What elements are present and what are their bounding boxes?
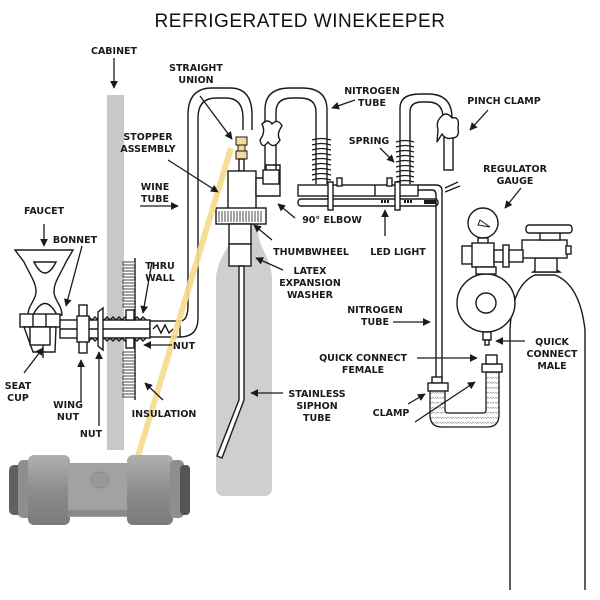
- label-latex-1: LATEX: [294, 266, 328, 277]
- label-spring: SPRING: [349, 136, 390, 147]
- label-bonnet: BONNET: [53, 235, 98, 246]
- label-nitrogen-top-1: NITROGEN: [344, 86, 400, 97]
- labels: CABINET STRAIGHT UNION STOPPER ASSEMBLY …: [5, 46, 578, 440]
- label-qc-male-3: MALE: [537, 361, 566, 372]
- stopper-assembly: [215, 170, 267, 459]
- label-wine-tube-1: WINE: [141, 182, 169, 193]
- label-nut-right: NUT: [173, 341, 196, 352]
- spring-coil: [395, 144, 415, 148]
- label-wine-tube-2: TUBE: [141, 194, 169, 205]
- insulation-fin: [122, 387, 136, 392]
- spring-coil: [311, 162, 332, 166]
- label-qc-male-2: CONNECT: [527, 349, 578, 360]
- insulation-fin: [122, 381, 136, 386]
- spring-coil: [311, 137, 332, 141]
- label-nut-bottom: NUT: [80, 429, 103, 440]
- insulation-fin: [122, 261, 136, 266]
- label-stainless-2: SIPHON: [296, 401, 337, 412]
- insulation-fin: [122, 285, 136, 290]
- label-nitrogen-mid-2: TUBE: [361, 317, 389, 328]
- leader-lines: [23, 58, 525, 426]
- diagram-title: REFRIGERATED WINEKEEPER: [155, 11, 446, 32]
- label-qc-female-2: FEMALE: [342, 365, 384, 376]
- label-regulator-2: GAUGE: [497, 176, 534, 187]
- insulation-fin: [122, 393, 136, 398]
- label-straight-union-1: STRAIGHT: [169, 63, 223, 74]
- insulation-fin: [122, 363, 136, 368]
- label-qc-female-1: QUICK CONNECT: [319, 353, 407, 364]
- label-thru-wall-1: THRU: [145, 261, 174, 272]
- faucet: [13, 249, 75, 358]
- insulation-fin: [122, 273, 136, 278]
- led-light-dots: [381, 200, 412, 203]
- spring-coil: [395, 159, 415, 163]
- spring-coil: [395, 139, 415, 143]
- nitrogen-tube-right: [395, 93, 460, 184]
- spring-coil: [311, 142, 332, 146]
- insulation-fin: [122, 267, 136, 272]
- spring-coil: [311, 157, 332, 161]
- spring-coil: [395, 174, 415, 178]
- spring-coil: [311, 172, 332, 176]
- label-stopper-2: ASSEMBLY: [120, 144, 175, 155]
- insulation: [122, 258, 136, 400]
- label-stainless-1: STAINLESS: [288, 389, 345, 400]
- insulation-fin: [122, 279, 136, 284]
- label-stopper-1: STOPPER: [123, 132, 173, 143]
- spring-coil: [311, 152, 332, 156]
- regulator: [456, 207, 524, 346]
- spring-coil: [311, 147, 332, 151]
- label-pinch-clamp: PINCH CLAMP: [467, 96, 541, 107]
- insulation-fin: [122, 297, 136, 302]
- label-straight-union-2: UNION: [178, 75, 213, 86]
- nitrogen-tube-left: [255, 87, 332, 197]
- label-nitrogen-mid-1: NITROGEN: [347, 305, 403, 316]
- insulation-fin: [122, 375, 136, 380]
- cabinet-wall: [107, 95, 124, 450]
- label-90-elbow: 90° ELBOW: [302, 215, 362, 226]
- label-wing-nut-2: NUT: [57, 412, 80, 423]
- label-faucet: FAUCET: [24, 206, 65, 217]
- label-thru-wall-2: WALL: [145, 273, 175, 284]
- label-led-light: LED LIGHT: [370, 247, 426, 258]
- straight-union: [235, 136, 248, 172]
- nitrogen-cylinder: [509, 224, 586, 590]
- label-stainless-3: TUBE: [303, 413, 331, 424]
- label-clamp: CLAMP: [373, 408, 410, 419]
- label-latex-3: WASHER: [287, 290, 334, 301]
- label-insulation: INSULATION: [132, 409, 197, 420]
- hose-with-clamps: [427, 354, 503, 428]
- label-latex-2: EXPANSION: [279, 278, 341, 289]
- spring-coil: [311, 177, 332, 181]
- highlight-pointer: [135, 147, 234, 457]
- insulation-fin: [122, 369, 136, 374]
- spring-coil: [395, 169, 415, 173]
- label-thumbwheel: THUMBWHEEL: [273, 247, 349, 258]
- spring-coil: [395, 154, 415, 158]
- insulation-fin: [122, 291, 136, 296]
- manifold-bar: [297, 177, 461, 380]
- label-seat-cup-1: SEAT: [5, 381, 32, 392]
- insulation-fin: [122, 357, 136, 362]
- spring-coil: [395, 164, 415, 168]
- spring-coil: [311, 167, 332, 171]
- label-qc-male-1: QUICK: [535, 337, 569, 348]
- label-cabinet: CABINET: [91, 46, 138, 57]
- label-wing-nut-1: WING: [53, 400, 83, 411]
- straight-union-photo: [9, 455, 190, 525]
- label-regulator-1: REGULATOR: [483, 164, 548, 175]
- spring-coil: [395, 149, 415, 153]
- label-nitrogen-top-2: TUBE: [358, 98, 386, 109]
- insulation-fin: [122, 351, 136, 356]
- label-seat-cup-2: CUP: [7, 393, 29, 404]
- insulation-fin: [122, 303, 136, 308]
